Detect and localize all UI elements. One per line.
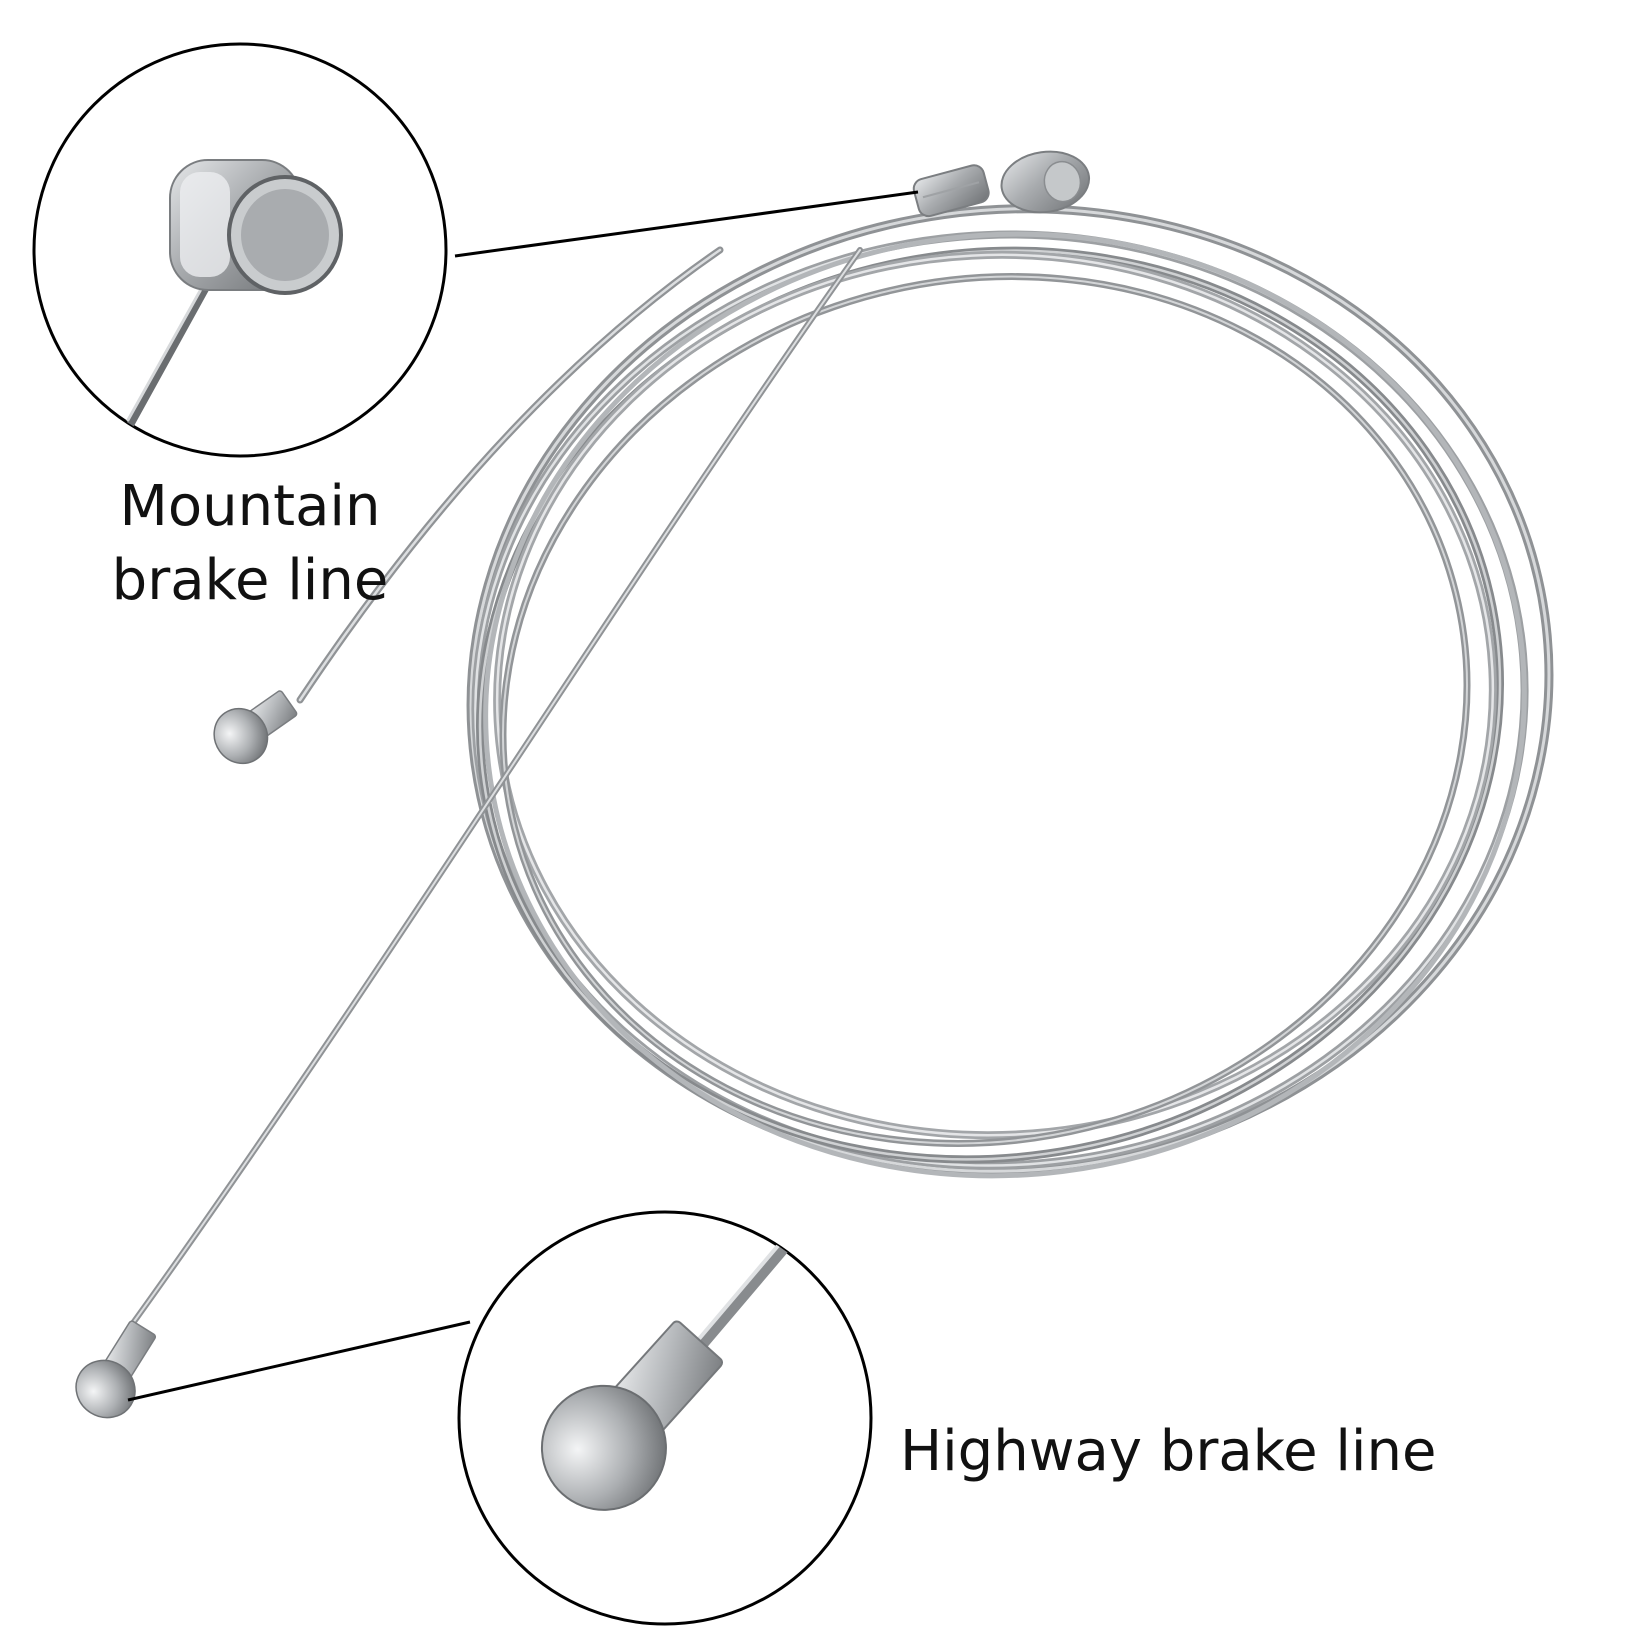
- mountain-detail-circle: [32, 42, 448, 458]
- cable-end-highway: [75, 247, 863, 1419]
- cable-head-nipples: [912, 150, 1091, 218]
- highway-brake-line-label: Highway brake line: [900, 1419, 1437, 1484]
- mountain-label-line1: Mountain: [119, 474, 381, 539]
- mountain-label-line2: brake line: [111, 548, 389, 613]
- leader-line-highway: [127, 1320, 471, 1402]
- cable-coil: [466, 204, 1554, 1179]
- leader-line-mountain: [454, 190, 919, 258]
- highway-detail-circle: [457, 1210, 873, 1626]
- mountain-brake-line-label: Mountain brake line: [110, 470, 390, 618]
- cable-end-mountain: [213, 246, 724, 765]
